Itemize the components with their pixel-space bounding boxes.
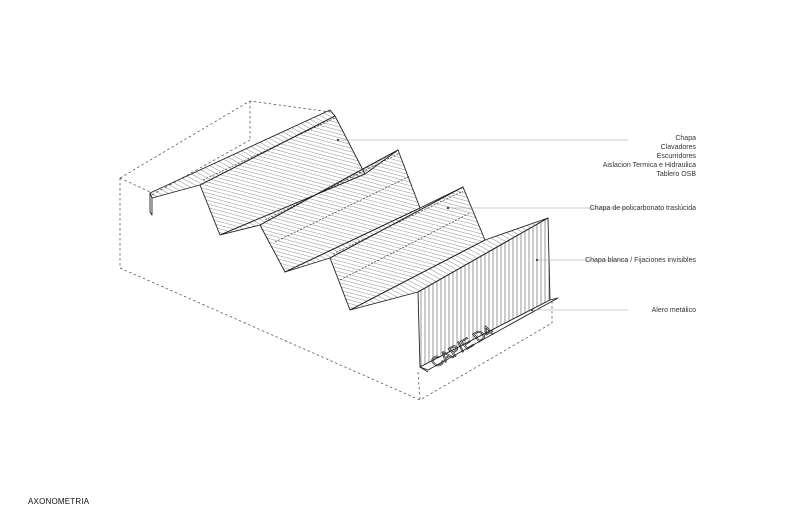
callout-layer-clavadores: Clavadores bbox=[660, 144, 696, 151]
sawtooth-roof bbox=[149, 109, 549, 311]
callout-policarbonato: Chapa de policarbonato traslúcida bbox=[589, 205, 696, 212]
leader-lines bbox=[338, 139, 628, 311]
callout-alero: Alero metálico bbox=[651, 307, 696, 314]
callout-layer-aislacion: Aislacion Termica e Hidraulica bbox=[602, 162, 696, 169]
callout-layer-tablero: Tablero OSB bbox=[656, 171, 696, 178]
leader-dots bbox=[336, 138, 539, 312]
gable-wall bbox=[417, 217, 559, 373]
callout-layer-escurridores: Escurridores bbox=[656, 153, 696, 160]
callout-layers: Chapa Clavadores Escurridores Aislacion … bbox=[603, 134, 696, 179]
callout-chapa-blanca: Chapa blanca / Fijaciones invisibles bbox=[585, 257, 696, 264]
drawing-title: AXONOMETRIA bbox=[28, 497, 90, 506]
callout-layer-chapa: Chapa bbox=[675, 135, 696, 142]
